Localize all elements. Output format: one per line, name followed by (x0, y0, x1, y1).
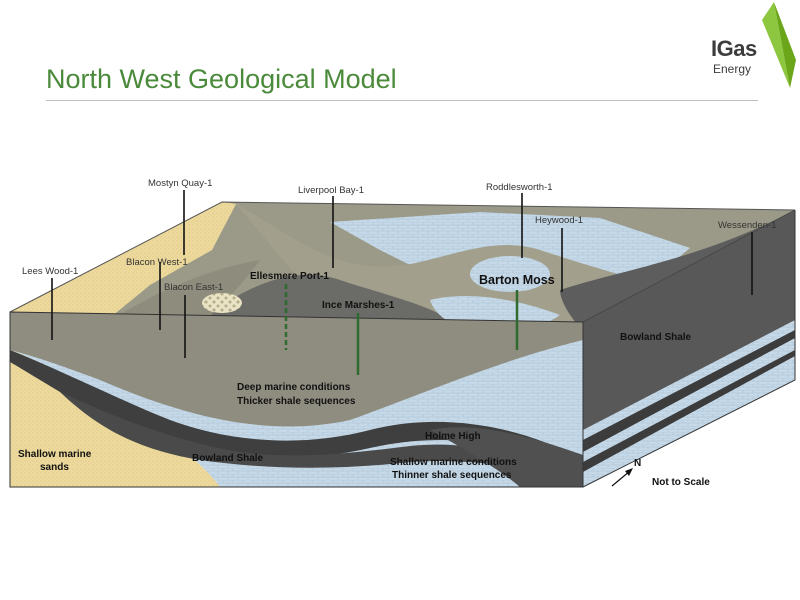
label-blacon-west: Blacon West-1 (126, 257, 188, 268)
label-wessenden: Wessenden-1 (718, 220, 776, 231)
label-blacon-east: Blacon East-1 (164, 282, 223, 293)
label-deep-marine-1: Deep marine conditions (237, 382, 351, 393)
page-title: North West Geological Model (46, 64, 397, 94)
blacon-dots-patch (202, 293, 242, 313)
label-ince-marshes: Ince Marshes-1 (322, 300, 395, 311)
front-grey-upper (10, 312, 583, 427)
label-bowland-shale-front: Bowland Shale (192, 453, 264, 464)
label-deep-marine-2: Thicker shale sequences (237, 396, 356, 407)
label-liverpool-bay: Liverpool Bay-1 (298, 185, 364, 196)
label-shallow-marine-2: Thinner shale sequences (392, 470, 512, 481)
logo-subtext: Energy (713, 62, 752, 76)
label-shallow-marine-1: Shallow marine conditions (390, 457, 517, 468)
title-divider (46, 100, 758, 101)
label-heywood: Heywood-1 (535, 215, 583, 226)
front-right-shale (430, 427, 583, 487)
label-not-to-scale: Not to Scale (652, 477, 710, 488)
logo-triangle-icon (762, 2, 790, 88)
label-barton-moss: Barton Moss (479, 273, 555, 287)
label-holme-high: Holme High (425, 431, 481, 442)
label-sands-2: sands (40, 462, 69, 473)
igas-logo (762, 2, 796, 88)
logo-text: IGas (711, 36, 757, 61)
label-sands-1: Shallow marine (18, 449, 92, 460)
north-arrow-icon (611, 468, 633, 487)
label-lees-wood: Lees Wood-1 (22, 266, 78, 277)
blue-pool-barton (470, 256, 550, 292)
front-shale-tongues (10, 350, 583, 472)
label-mostyn-quay: Mostyn Quay-1 (148, 178, 212, 189)
front-shale-tongues-2 (60, 392, 583, 478)
right-face-tongues (583, 330, 795, 472)
label-ellesmere-port: Ellesmere Port-1 (250, 271, 329, 282)
block-outline-top (9, 201, 796, 313)
label-roddlesworth: Roddlesworth-1 (486, 182, 553, 193)
label-north: N (634, 458, 641, 469)
label-bowland-shale-right: Bowland Shale (620, 332, 692, 343)
